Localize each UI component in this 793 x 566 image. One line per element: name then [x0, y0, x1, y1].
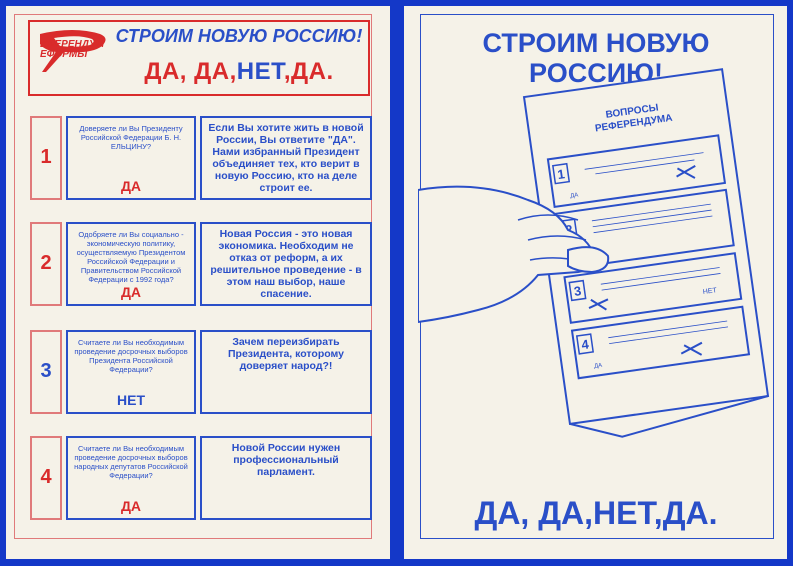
left-leaflet-page	[6, 6, 390, 559]
question-box: Считаете ли Вы необходимым проведение до…	[66, 436, 196, 520]
row-number: 3	[40, 360, 52, 382]
vote-part-1: ДА, ДА,	[144, 58, 237, 85]
logo-text: ЕФЕРЕНДУМ ЕФОРМЫ	[40, 40, 104, 60]
slogan: СТРОИМ НОВУЮ РОССИЮ!	[115, 26, 363, 46]
row-number: 4	[40, 466, 52, 488]
row-number: 2	[40, 252, 52, 274]
question-answer: ДА	[120, 284, 142, 300]
hand	[418, 185, 610, 324]
logo-line-2: ЕФОРМЫ	[40, 49, 88, 60]
ballot-row-mark: ДА	[570, 192, 579, 199]
question-text: Считаете ли Вы необходимым проведение до…	[74, 444, 188, 480]
row-number-box: 3	[30, 330, 62, 414]
explanation-box: Новой России нужен профессиональный парл…	[200, 436, 372, 520]
explanation-box: Новая Россия - это новая экономика. Необ…	[200, 222, 372, 306]
explanation-box: Зачем переизбирать Президента, которому …	[200, 330, 372, 414]
question-box: Доверяете ли Вы Президенту Российской Фе…	[66, 116, 196, 200]
question-box: Считаете ли Вы необходимым проведение до…	[66, 330, 196, 414]
question-answer: ДА	[120, 498, 142, 514]
ballot-row-3: 3 НЕТ	[563, 252, 743, 324]
vote-part-3: ,ДА.	[283, 58, 334, 85]
explanation-text: Если Вы хотите жить в новой России, Вы о…	[208, 122, 364, 194]
vote-formula: ДА, ДА,НЕТ,ДА.	[112, 58, 366, 86]
ballot-row-1: 1 ДА	[546, 134, 727, 209]
ballot-row-num: 1	[556, 166, 565, 182]
vote-part-2: НЕТ	[236, 58, 284, 85]
ballot-row-num: 3	[573, 283, 582, 299]
question-answer: ДА	[120, 178, 142, 194]
logo-line-1: ЕФЕРЕНДУМ	[40, 39, 105, 50]
question-text: Доверяете ли Вы Президенту Российской Фе…	[79, 124, 183, 151]
row-number-box: 1	[30, 116, 62, 200]
ballot-row-num: 4	[580, 336, 590, 352]
ballot-hand-illustration: ВОПРОСЫРЕФЕРЕНДУМА 1 ДА 2 ДА 3 НЕТ	[418, 68, 770, 438]
explanation-text: Новой России нужен профессиональный парл…	[231, 442, 341, 478]
ballot-row-mark: ДА	[594, 363, 603, 370]
row-number: 1	[40, 146, 52, 168]
question-text: Одобряете ли Вы социально - экономическу…	[76, 230, 186, 284]
question-box: Одобряете ли Вы социально - экономическу…	[66, 222, 196, 306]
row-number-box: 2	[30, 222, 62, 306]
ballot-row-mark: НЕТ	[702, 287, 718, 296]
right-title-line-1: СТРОИМ НОВУЮ	[482, 28, 710, 58]
question-text: Считаете ли Вы необходимым проведение до…	[74, 338, 188, 374]
explanation-text: Новая Россия - это новая экономика. Необ…	[210, 228, 362, 300]
right-vote-formula: ДА, ДА,НЕТ,ДА.	[474, 495, 718, 531]
ballot-row-4: 4 ДА	[570, 305, 751, 380]
header-box	[28, 20, 370, 96]
explanation-text: Зачем переизбирать Президента, которому …	[228, 336, 344, 372]
explanation-box: Если Вы хотите жить в новой России, Вы о…	[200, 116, 372, 200]
question-answer: НЕТ	[117, 392, 145, 408]
row-number-box: 4	[30, 436, 62, 520]
referendum-logo	[40, 30, 106, 72]
